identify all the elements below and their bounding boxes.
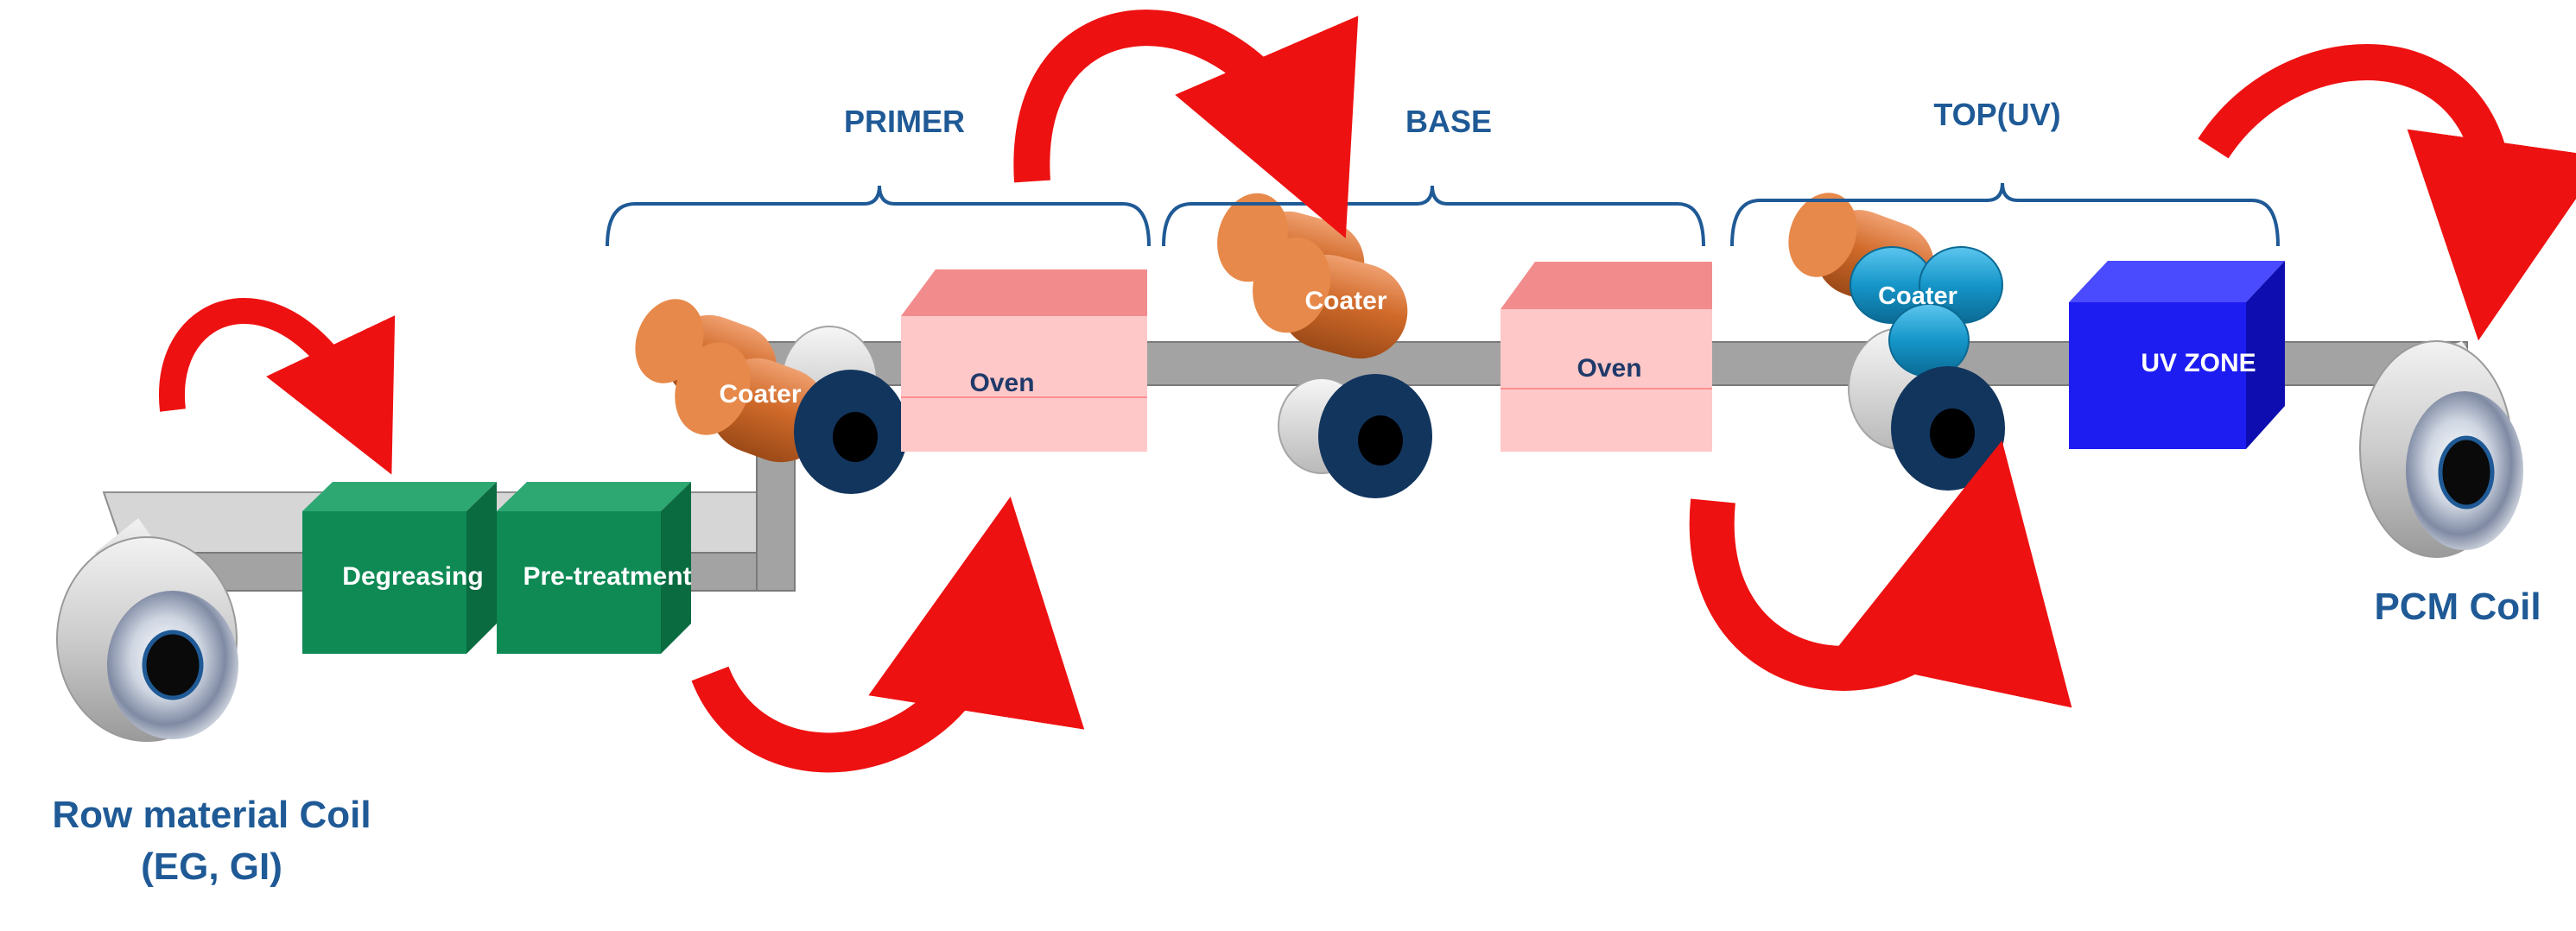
top-stage-label: TOP(UV) bbox=[1933, 97, 2060, 132]
top-coater: Coater bbox=[1788, 193, 2003, 377]
pcm-coil-label: PCM Coil bbox=[2374, 586, 2541, 628]
primer-stage-label: PRIMER bbox=[844, 104, 965, 139]
raw-coil-label-line1: Row material Coil bbox=[52, 794, 371, 836]
arrow-curve-over-primer-base bbox=[1013, 10, 1359, 238]
arrow-curve-raw-coil bbox=[158, 298, 396, 475]
raw-coil-label-line2: (EG, GI) bbox=[141, 846, 282, 888]
base-oven-label: Oven bbox=[1577, 354, 1641, 383]
uv-zone-unit: UV ZONE bbox=[2069, 261, 2285, 449]
top-coater-label: Coater bbox=[1878, 282, 1957, 310]
top-bracket bbox=[1730, 182, 2280, 247]
flow-arrows bbox=[158, 10, 2576, 773]
primer-navy-roller bbox=[794, 370, 908, 494]
primer-oven: Oven bbox=[901, 269, 1147, 452]
primer-bracket bbox=[606, 185, 1151, 247]
arrow-curve-pcm-coil bbox=[2198, 44, 2576, 341]
degreasing-label: Degreasing bbox=[342, 562, 483, 591]
pretreatment-label: Pre-treatment bbox=[523, 562, 691, 591]
top-navy-roller bbox=[1891, 366, 2005, 491]
raw-material-coil-icon bbox=[56, 518, 238, 742]
degreasing-unit: Degreasing bbox=[302, 482, 497, 654]
base-coater-label: Coater bbox=[1304, 287, 1386, 315]
primer-coater-label: Coater bbox=[719, 380, 801, 408]
base-stage-label: BASE bbox=[1405, 104, 1492, 139]
uv-zone-label: UV ZONE bbox=[2141, 349, 2256, 377]
primer-coater: Coater bbox=[635, 299, 829, 463]
pcm-coil-icon bbox=[2359, 340, 2523, 558]
arrow-curve-under-top bbox=[1689, 440, 2072, 708]
primer-oven-label: Oven bbox=[969, 369, 1034, 397]
arrow-curve-under-primer bbox=[691, 497, 1085, 773]
base-oven: Oven bbox=[1501, 262, 1712, 452]
pretreatment-unit: Pre-treatment bbox=[497, 482, 692, 654]
base-navy-roller bbox=[1318, 374, 1432, 498]
